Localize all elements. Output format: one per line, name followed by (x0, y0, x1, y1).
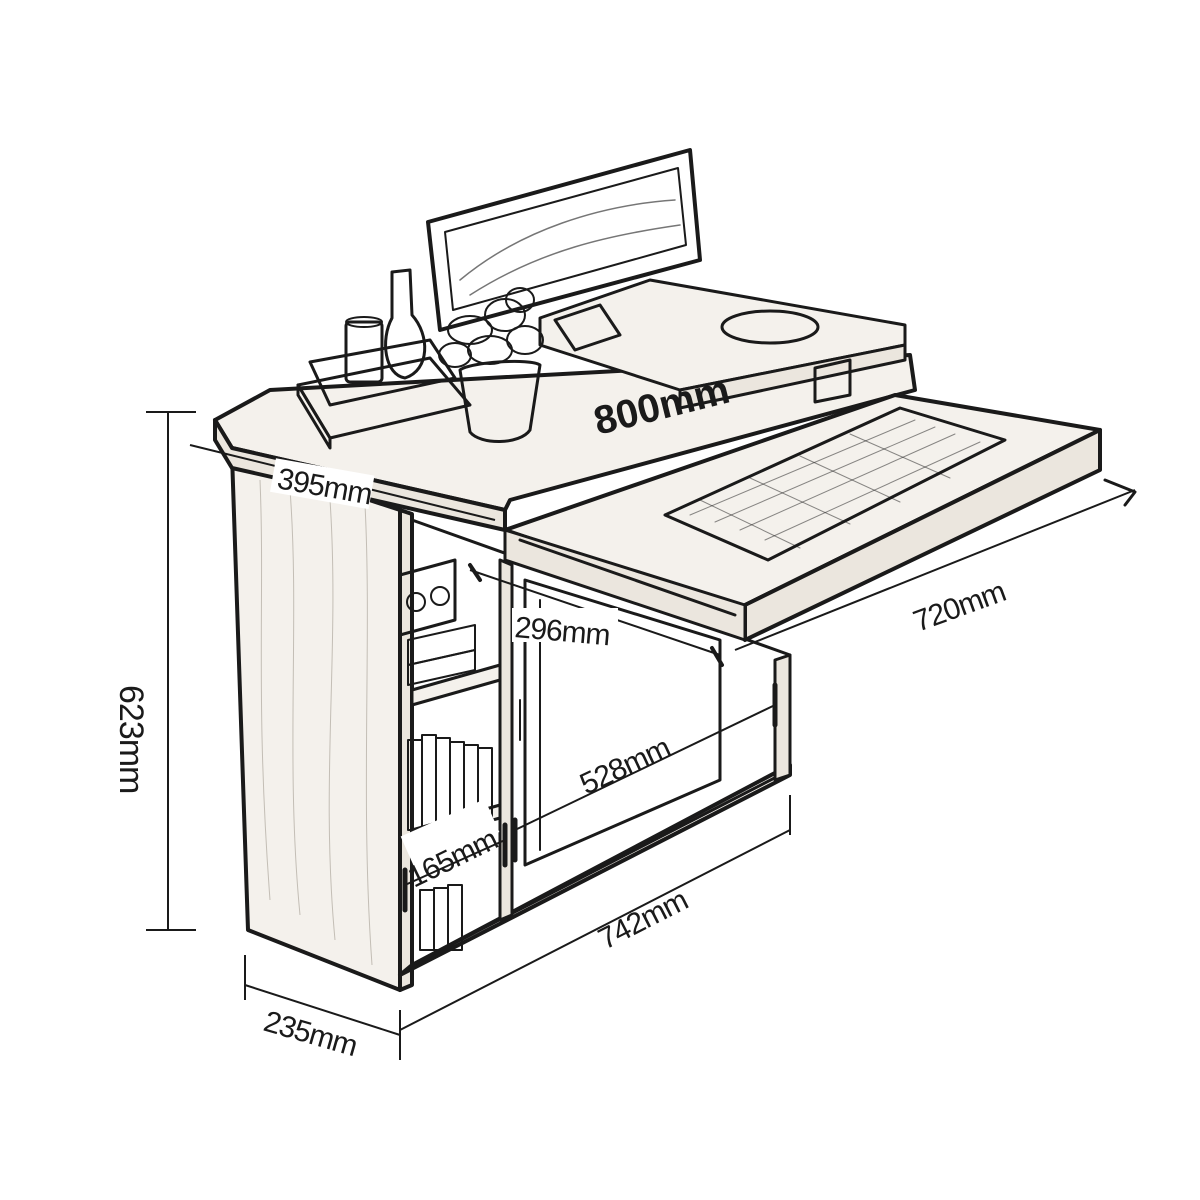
label-inner-width: 296mm (513, 611, 611, 652)
keyboard (663, 406, 1007, 562)
label-base-depth: 235mm (260, 1005, 360, 1063)
label-base-width: 742mm (593, 884, 693, 957)
keyboard-tray (503, 393, 1102, 642)
desk-decor (296, 268, 544, 450)
label-height: 623mm (112, 685, 150, 793)
monitor (426, 148, 702, 352)
power-socket (398, 558, 457, 637)
desk-top (213, 278, 917, 532)
plant-leaves (438, 287, 544, 368)
label-tray-width: 720mm (909, 575, 1010, 639)
